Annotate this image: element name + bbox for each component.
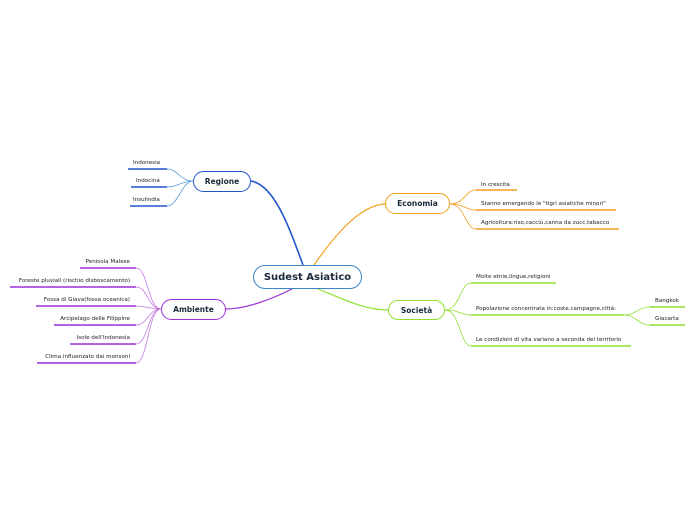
- leaf-societa-etnie[interactable]: Molte etnie,lingue,religioni: [476, 274, 551, 280]
- node-economia-label: Economia: [397, 199, 438, 208]
- root-node[interactable]: Sudest Asiatico: [253, 265, 362, 289]
- branch-line-regione: [250, 180, 304, 266]
- node-economia[interactable]: Economia: [385, 193, 450, 214]
- leaf-regione-indonesia[interactable]: Indonesia: [133, 160, 161, 166]
- leaf-economia-tigri[interactable]: Stanno emergendo le "tigri asiatiche min…: [481, 201, 606, 207]
- leaf-connector-societa-2: [444, 309, 472, 316]
- leaf-connector-economia-1: [449, 189, 477, 205]
- leaf-regione-insulindia[interactable]: Insulindia: [133, 197, 160, 203]
- node-societa[interactable]: Società: [388, 300, 445, 320]
- leaf-connector-societa-3: [444, 309, 472, 347]
- node-regione-label: Regione: [204, 177, 240, 186]
- leaf-connector-economia-3: [449, 203, 477, 230]
- leaf-ambiente-filippine[interactable]: Arcipelago delle Filippine: [60, 316, 130, 322]
- node-societa-label: Società: [400, 305, 433, 315]
- leaf-regione-indocina[interactable]: Indocina: [136, 178, 160, 184]
- node-regione[interactable]: Regione: [193, 171, 251, 192]
- leaf-ambiente-clima[interactable]: Clima influenzato dai monsoni: [45, 354, 130, 360]
- leaf-societa-condizioni[interactable]: Le condizioni di vita variano a seconda …: [476, 337, 622, 343]
- node-ambiente-label: Ambiente: [173, 305, 214, 314]
- leaf-ambiente-foreste[interactable]: Foreste pluviali (rischio disboscamento): [18, 278, 130, 284]
- leaf-connector-societa-1: [444, 282, 472, 311]
- branch-line-societa: [317, 288, 389, 311]
- branch-line-ambiente: [225, 288, 293, 310]
- leaf-ambiente-penisola[interactable]: Penisola Malese: [85, 259, 130, 265]
- leaf-societa-popolazione[interactable]: Popolazione concentrata in:coste,campagn…: [476, 306, 617, 312]
- leaf-connector-ambiente-5: [135, 308, 162, 345]
- leaf-connector-ambiente-6: [135, 308, 162, 364]
- subleaf-bangkok[interactable]: Bangkok: [655, 298, 680, 304]
- leaf-connector-regione-1: [166, 168, 194, 182]
- subleaf-connector-bangkok: [623, 306, 651, 316]
- leaf-connector-ambiente-2: [135, 286, 162, 310]
- leaf-connector-ambiente-4: [135, 308, 162, 326]
- leaf-ambiente-indonesia[interactable]: Isole dell'Indonesia: [76, 335, 130, 341]
- root-label: Sudest Asiatico: [263, 271, 352, 283]
- leaf-connector-regione-3: [166, 180, 194, 207]
- branch-line-economia: [313, 203, 386, 266]
- subleaf-giacarta[interactable]: Giacarta: [655, 316, 679, 322]
- subleaf-connector-giacarta: [623, 314, 651, 326]
- leaf-connector-ambiente-1: [135, 267, 162, 310]
- node-ambiente[interactable]: Ambiente: [161, 299, 226, 320]
- leaf-ambiente-fossa[interactable]: Fossa di Giava(fossa oceanica): [43, 297, 130, 303]
- leaf-economia-agricoltura[interactable]: Agricoltura:riso,cacciù,canna da zucc,ta…: [481, 220, 610, 226]
- leaf-economia-crescita[interactable]: In crescita: [481, 182, 510, 188]
